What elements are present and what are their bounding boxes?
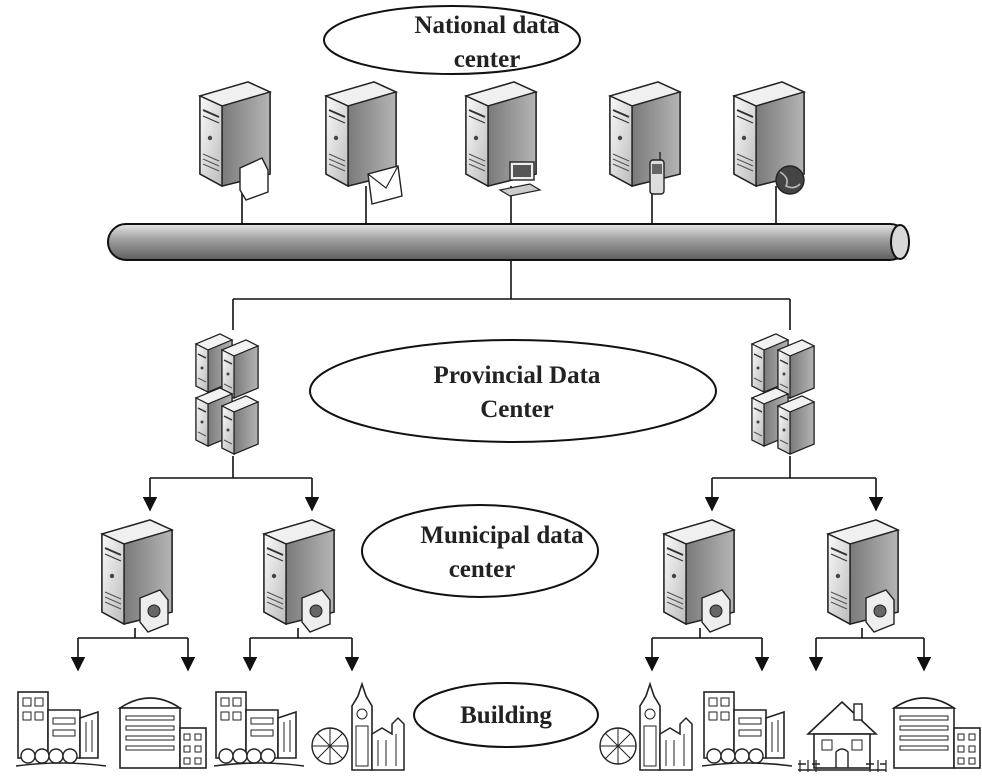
provincial-label-line2: Center bbox=[480, 396, 554, 423]
settings-badge-icon bbox=[301, 589, 331, 633]
settings-badge-icon bbox=[139, 589, 169, 633]
provincial-to-municipal-connector-left bbox=[142, 456, 320, 512]
mail-icon bbox=[367, 165, 403, 205]
settings-badge-icon bbox=[701, 589, 731, 633]
settings-badge-icon bbox=[865, 589, 895, 633]
provincial-label: Provincial Data Center bbox=[309, 339, 717, 443]
landmark-building-icon bbox=[599, 683, 693, 771]
municipal-server-3 bbox=[663, 519, 735, 633]
tower-building-icon bbox=[893, 697, 981, 769]
national-label-line1: National data bbox=[414, 12, 560, 39]
house-building-icon bbox=[797, 701, 887, 773]
municipal-to-building-connectors bbox=[70, 628, 932, 672]
national-server-4 bbox=[609, 81, 681, 224]
national-label-line2: center bbox=[454, 46, 521, 73]
municipal-server-1 bbox=[101, 519, 173, 633]
folder-icon bbox=[239, 157, 269, 201]
national-server-5 bbox=[733, 81, 805, 224]
office-building-icon bbox=[701, 691, 793, 767]
municipal-label: Municipal data center bbox=[361, 504, 599, 598]
computer-icon bbox=[498, 161, 542, 197]
office-building-icon bbox=[213, 691, 305, 767]
provincial-server-cluster-right bbox=[751, 333, 815, 455]
network-bus bbox=[107, 223, 910, 261]
national-label: National data center bbox=[323, 5, 581, 75]
bus-to-provincial-connector bbox=[232, 260, 791, 330]
landmark-building-icon bbox=[311, 683, 405, 771]
provincial-label-line1: Provincial Data bbox=[434, 362, 601, 389]
national-server-1 bbox=[199, 81, 271, 224]
national-server-2 bbox=[325, 81, 403, 224]
building-label: Building bbox=[413, 682, 599, 748]
municipal-server-2 bbox=[263, 519, 335, 633]
municipal-label-line1: Municipal data bbox=[420, 522, 584, 549]
building-label-text: Building bbox=[460, 702, 552, 729]
provincial-server-cluster-left bbox=[195, 333, 259, 455]
national-server-3 bbox=[465, 81, 542, 224]
phone-icon bbox=[649, 152, 665, 195]
office-building-icon bbox=[15, 691, 107, 767]
municipal-server-4 bbox=[827, 519, 899, 633]
provincial-to-municipal-connector-right bbox=[704, 456, 884, 512]
municipal-label-line2: center bbox=[449, 556, 516, 583]
globe-icon bbox=[775, 165, 805, 195]
tower-building-icon bbox=[119, 697, 207, 769]
